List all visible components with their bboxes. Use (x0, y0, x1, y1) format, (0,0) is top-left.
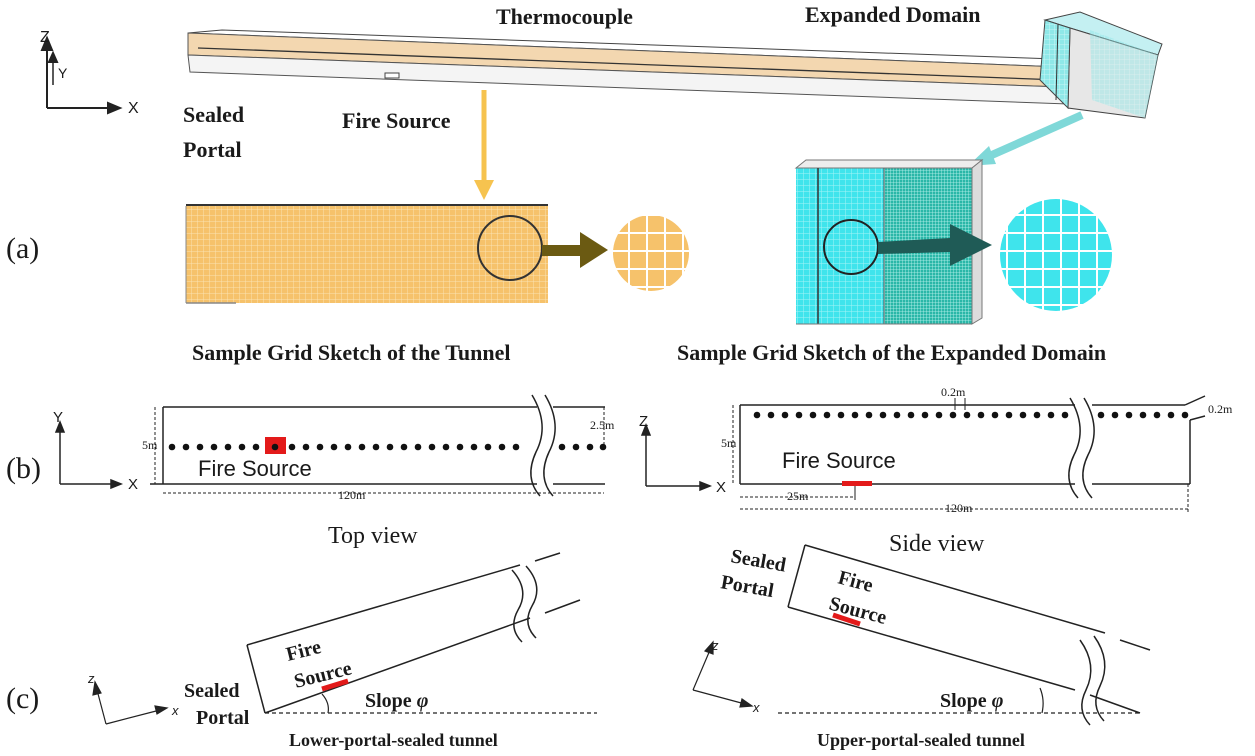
caption-side-view: Side view (889, 531, 985, 557)
expanded-domain-label: Expanded Domain (805, 2, 980, 27)
lower-sealed-line1: Sealed (184, 680, 240, 702)
zoomed-grid-cyan (1000, 199, 1112, 311)
zoomed-grid-orange (613, 215, 689, 291)
caption-upper-portal: Upper-portal-sealed tunnel (817, 730, 1025, 750)
side-axis-x: X (716, 479, 726, 496)
side-thermocouple-row (753, 411, 1189, 419)
tunnel-3d (187, 29, 1086, 105)
top-axis-x: X (128, 476, 138, 493)
panel-c-label: (c) (6, 682, 39, 715)
top-fire-source-label: Fire Source (198, 456, 312, 481)
caption-tunnel-grid: Sample Grid Sketch of the Tunnel (192, 340, 510, 365)
thermocouple-label: Thermocouple (496, 4, 633, 29)
lower-slope-label: Slope φ (365, 690, 428, 712)
side-fire-source-label: Fire Source (782, 448, 896, 473)
panel-a: Z Y X Thermocouple Expanded Domain Seale… (6, 2, 1163, 365)
lower-axis-z: z (87, 671, 95, 686)
top-dim-length: 120m (338, 488, 366, 502)
fire-source-label: Fire Source (342, 108, 451, 133)
caption-domain-grid: Sample Grid Sketch of the Expanded Domai… (677, 340, 1106, 365)
panel-c: (c) z x Sealed P (6, 544, 1151, 750)
caption-lower-portal: Lower-portal-sealed tunnel (289, 730, 498, 750)
axis-y-label: Y (58, 65, 68, 81)
side-view: Z X 5m (639, 385, 1233, 515)
axis-triad-a (40, 35, 123, 115)
top-dim-half: 2.5m (590, 418, 615, 432)
upper-fire-line1: Fire (836, 567, 876, 597)
side-dim-height: 5m (721, 436, 737, 450)
upper-portal-sealed-tunnel: z x Sealed Portal Fire Source Slope φ (692, 544, 1151, 726)
panel-a-label: (a) (6, 232, 39, 265)
top-dim-height: 5m (142, 438, 158, 452)
upper-axis-x: x (752, 700, 760, 715)
expanded-domain-3d (1039, 11, 1163, 119)
zoom-arrow (542, 232, 608, 268)
side-dim-offset: 25m (787, 489, 809, 503)
axis-x-label: X (128, 100, 139, 117)
top-thermocouple-row (168, 443, 607, 451)
sealed-portal-line2: Portal (183, 137, 242, 162)
lower-sealed-line2: Portal (196, 707, 250, 729)
tunnel-grid-sample (185, 204, 689, 304)
upper-slope-label: Slope φ (940, 690, 1003, 712)
lower-portal-sealed-tunnel: z x Sealed Portal Fire Source Slope φ (87, 552, 597, 729)
domain-grid-sample (794, 158, 1112, 325)
top-view: Y X 5m 2.5m 120m (53, 394, 615, 502)
side-dim-depth: 0.2m (1208, 402, 1233, 416)
sealed-portal-line1: Sealed (183, 102, 244, 127)
lower-axis-x: x (171, 703, 179, 718)
panel-b-label: (b) (6, 452, 41, 485)
caption-top-view: Top view (328, 523, 418, 549)
top-axis-y: Y (53, 409, 63, 426)
axis-z-label: Z (40, 29, 50, 46)
side-fire-marker (842, 481, 872, 486)
upper-axis-z: z (711, 638, 719, 653)
upper-sealed-line2: Portal (719, 571, 776, 602)
side-axis-z: Z (639, 413, 648, 430)
arrow-fire-to-grid (474, 90, 494, 200)
side-dim-spacing: 0.2m (941, 385, 966, 399)
lower-fire-line1: Fire (284, 636, 324, 666)
upper-sealed-line1: Sealed (729, 545, 788, 576)
panel-b: (b) Y X (6, 385, 1233, 557)
zoom-arrow (878, 224, 992, 266)
side-dim-length: 120m (945, 501, 973, 515)
arrow-domain-to-grid (968, 111, 1084, 166)
